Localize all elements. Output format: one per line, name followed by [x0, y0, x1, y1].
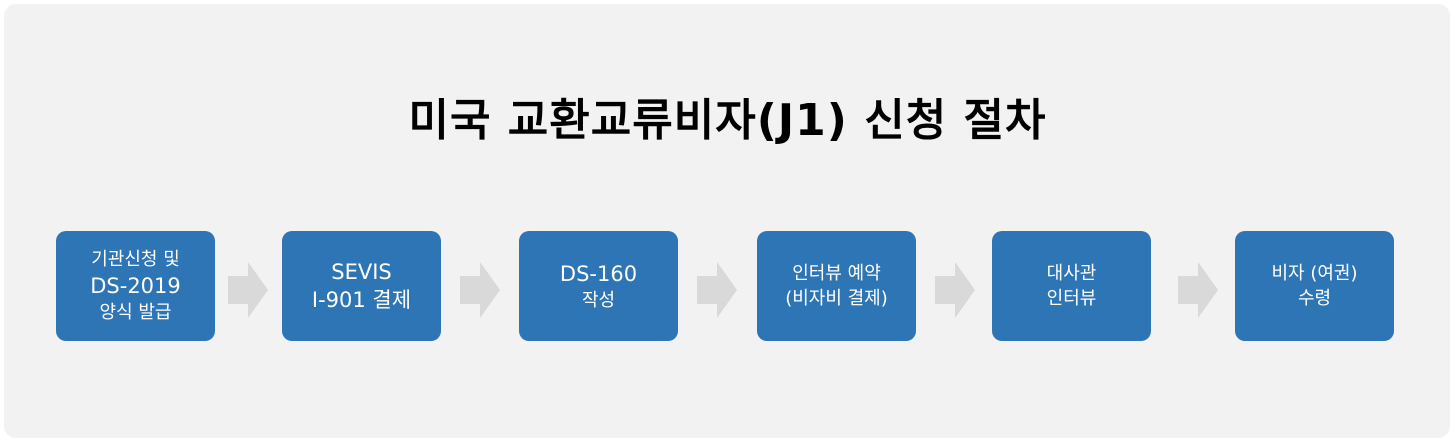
step-line: 양식 발급 [99, 302, 172, 323]
step-line: SEVIS [331, 260, 392, 284]
arrow-right-icon [228, 262, 268, 318]
step-line: 작성 [581, 289, 616, 311]
step-embassy-interview: 대사관 인터뷰 [992, 231, 1151, 341]
arrow-right-icon [460, 262, 500, 318]
diagram-title: 미국 교환교류비자(J1) 신청 절차 [408, 95, 1047, 146]
step-line: 비자 (여권) [1271, 263, 1358, 284]
step-line: 인터뷰 [1046, 288, 1097, 309]
step-institution-application: 기관신청 및 DS-2019 양식 발급 [56, 231, 215, 341]
step-line: 대사관 [1046, 263, 1097, 284]
step-line: 인터뷰 예약 [792, 263, 881, 284]
step-line: (비자비 결제) [785, 288, 888, 309]
diagram-panel [4, 4, 1450, 438]
step-interview-booking: 인터뷰 예약 (비자비 결제) [757, 231, 916, 341]
step-sevis-payment: SEVIS I-901 결제 [282, 231, 441, 341]
step-line: 수령 [1297, 288, 1332, 309]
arrow-right-icon [1178, 262, 1218, 318]
step-visa-receipt: 비자 (여권) 수령 [1235, 231, 1394, 341]
step-ds160: DS-160 작성 [519, 231, 678, 341]
arrow-right-icon [697, 262, 737, 318]
step-line: I-901 결제 [311, 288, 412, 312]
step-line: 기관신청 및 [91, 249, 180, 270]
arrow-right-icon [935, 262, 975, 318]
step-line: DS-160 [559, 261, 638, 286]
step-line: DS-2019 [90, 274, 181, 298]
